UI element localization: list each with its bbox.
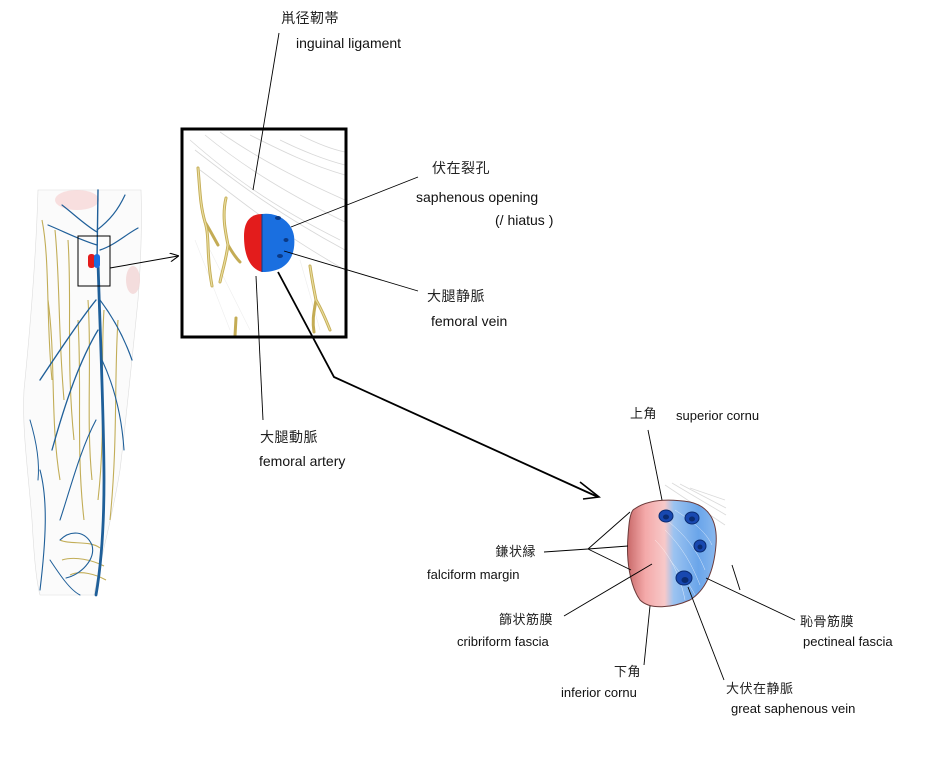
label-falciform-margin-en: falciform margin	[427, 567, 520, 582]
label-saphenous-opening-en2: (/ hiatus )	[495, 212, 554, 228]
inset-frame-small	[77, 235, 111, 287]
label-great-saphenous-vein-zh: 大伏在静脈	[726, 682, 794, 697]
vein-lines	[29, 189, 139, 597]
label-femoral-vein-en: femoral vein	[431, 313, 508, 329]
label-inguinal-ligament-en: inguinal ligament	[296, 35, 402, 51]
saphenous-opening-detail	[627, 482, 727, 608]
label-cribriform-fascia-zh: 篩状筋膜	[499, 613, 554, 628]
label-saphenous-opening-zh: 伏在裂孔	[432, 161, 490, 177]
label-pectineal-fascia-en: pectineal fascia	[803, 634, 893, 649]
label-femoral-artery-en: femoral artery	[259, 453, 346, 469]
label-inguinal-ligament-zh: 鼡径靭帯	[281, 11, 339, 27]
label-superior-cornu-en: superior cornu	[676, 408, 760, 423]
femoral-artery-shape	[244, 214, 262, 272]
zoom-arrow-1	[109, 256, 178, 269]
label-inferior-cornu-en: inferior cornu	[561, 685, 637, 700]
label-femoral-vein-zh: 大腿静脈	[427, 289, 485, 305]
leader-lines	[252, 32, 796, 681]
nerve-lines	[41, 219, 119, 581]
inset-frame-large	[180, 127, 348, 339]
label-falciform-margin-zh: 鎌状縁	[495, 545, 536, 560]
femoral-vein-shape	[262, 213, 295, 272]
label-great-saphenous-vein-en: great saphenous vein	[731, 701, 856, 716]
label-superior-cornu-zh: 上角	[630, 407, 658, 422]
label-cribriform-fascia-en: cribriform fascia	[457, 634, 549, 649]
zoomed-inguinal-region	[180, 127, 348, 339]
label-pectineal-fascia-zh: 恥骨筋膜	[800, 615, 855, 630]
label-inferior-cornu-zh: 下角	[614, 665, 642, 680]
leg-overview	[23, 189, 178, 597]
label-saphenous-opening-en: saphenous opening	[416, 189, 539, 205]
label-femoral-artery-zh: 大腿動脈	[260, 430, 318, 446]
zoom-arrow-2	[277, 271, 599, 498]
